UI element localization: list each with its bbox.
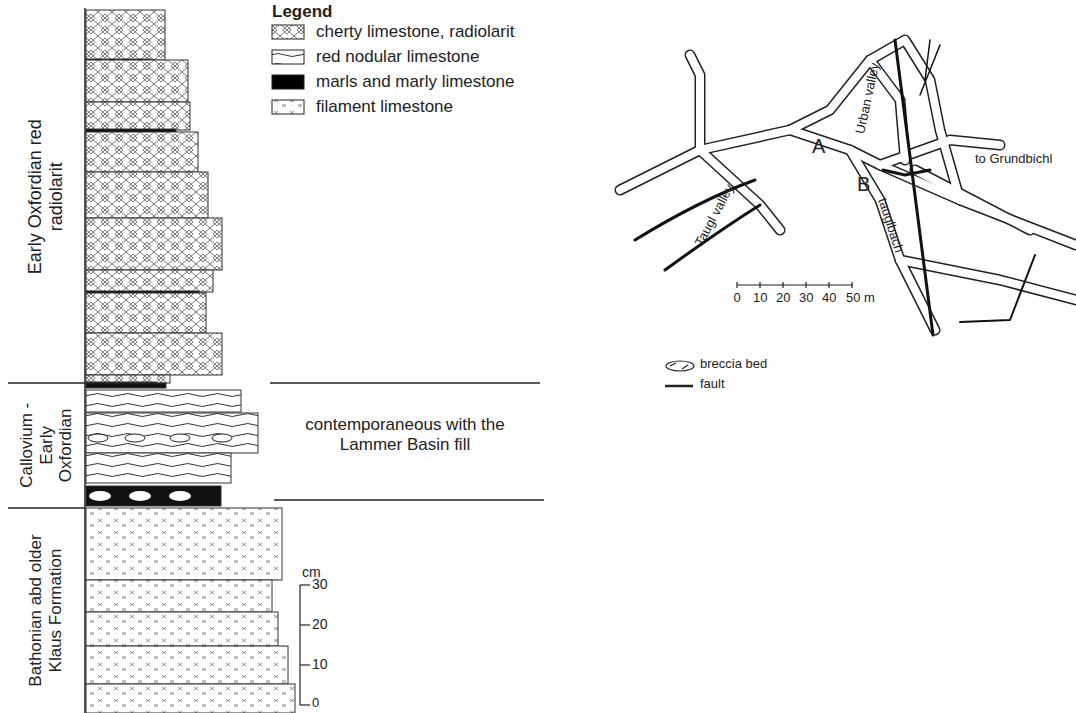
breccia-clast	[88, 434, 108, 442]
filament-bed	[86, 646, 288, 684]
breccia-clast	[212, 434, 232, 442]
legend-title: Legend	[272, 2, 332, 22]
scale-number: 20	[312, 616, 328, 632]
radiolarite-bed	[86, 218, 222, 270]
legend-swatch	[272, 25, 304, 39]
legend-text: red nodular limestone	[316, 47, 479, 67]
scale-number: 0	[312, 696, 319, 711]
scale-number: 40	[822, 291, 836, 306]
radiolarite-bed	[86, 132, 198, 172]
unit-label: Early Oxfordian red radiolarit	[25, 101, 66, 291]
scale-number: 30	[799, 291, 813, 306]
legend-swatch	[272, 100, 304, 114]
legend-text: breccia bed	[700, 357, 767, 372]
place-name: to Grundbichl	[975, 152, 1052, 167]
legend-swatch	[272, 50, 304, 64]
radiolarite-bed	[86, 172, 208, 218]
nodule	[129, 491, 151, 501]
unit-label: Callovium - Early Oxfordian	[17, 395, 76, 495]
filament-bed	[86, 684, 295, 713]
nodular-bed	[86, 413, 258, 453]
breccia-clast	[125, 434, 145, 442]
legend-text: marls and marly limestone	[316, 72, 514, 92]
radiolarite-bed	[86, 270, 213, 292]
note: contemporaneous with the Lammer Basin fi…	[280, 415, 530, 454]
point-label: B	[857, 173, 870, 196]
nodular-bed	[86, 390, 241, 412]
filament-bed	[86, 508, 282, 580]
nodular-bed	[86, 453, 231, 483]
scale-number: 10	[753, 291, 767, 306]
scale-number: 20	[776, 291, 790, 306]
legend-text: fault	[700, 377, 725, 392]
radiolarite-bed	[86, 102, 190, 130]
legend-text: cherty limestone, radiolarit	[316, 22, 514, 42]
radiolarite-bed	[86, 333, 222, 375]
nodule	[169, 491, 191, 501]
radiolarite-bed	[86, 10, 165, 60]
radiolarite-bed	[86, 293, 206, 333]
unit-label: Bathonian abd older Klaus Formation	[26, 515, 65, 705]
breccia-clast	[170, 434, 190, 442]
marl-layer	[86, 383, 166, 388]
marl-layer	[86, 486, 221, 506]
legend-text: filament limestone	[316, 97, 453, 117]
scale-number: 30	[312, 576, 328, 592]
place-name: tauglbach	[874, 196, 906, 254]
scale-number: 10	[312, 656, 328, 672]
legend-swatch	[272, 75, 304, 89]
point-label: A	[812, 135, 825, 158]
radiolarite-bed	[86, 60, 188, 102]
scale-number: 50 m	[846, 291, 875, 306]
filament-bed	[86, 612, 278, 646]
place-name: Taugl valley	[692, 181, 737, 248]
filament-bed	[86, 580, 272, 612]
scale-number: 0	[734, 291, 741, 306]
nodule	[89, 491, 111, 501]
